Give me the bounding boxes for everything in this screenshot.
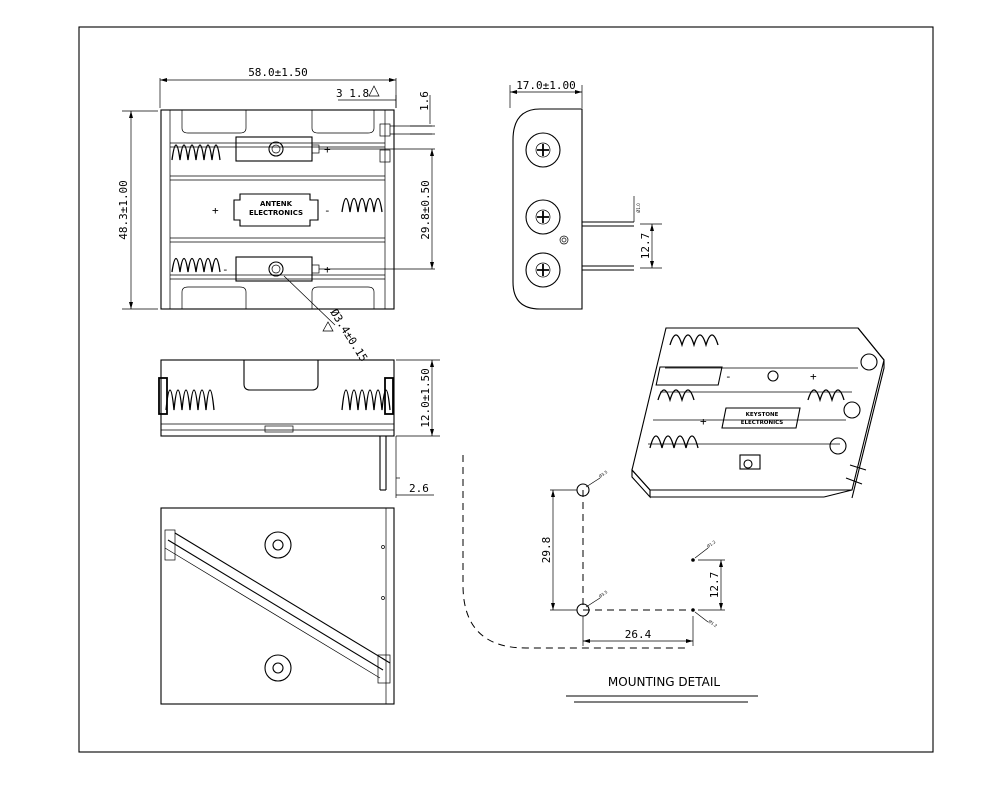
iso-spring-3: [649, 435, 699, 449]
side-width-dim: 17.0±1.00: [516, 79, 576, 92]
small-dim-b: 1.6: [418, 91, 431, 111]
top-view: 58.0±1.50 48.3±1.00: [117, 66, 435, 364]
front-height-dim: 12.0±1.50: [419, 368, 432, 428]
plus-sign-upper: +: [324, 143, 331, 156]
front-body-outline: [160, 359, 395, 437]
front-spring-right: [341, 389, 391, 411]
side-view: 17.0±1.00 12.7 Ø1.0: [509, 79, 662, 310]
drawing-border: [78, 26, 934, 753]
front-pin-len-dim: 2.6: [409, 482, 429, 495]
iso-brand-line1: KEYSTONE: [746, 412, 779, 418]
mounting-vertical-dim: 29.8: [540, 537, 553, 564]
mounting-horizontal-dim: 26.4: [625, 628, 652, 641]
top-spacing-dim: 29.8±0.50: [419, 180, 432, 240]
front-view: 12.0±1.50 2.6: [158, 359, 440, 498]
mounting-outline: [462, 455, 686, 649]
plus-sign-middle: +: [212, 204, 219, 217]
mounting-boss-icon: [264, 531, 292, 559]
front-spring-left: [165, 389, 215, 411]
iso-plus-upper: +: [810, 370, 817, 383]
iso-body-outline: [631, 327, 885, 491]
pin-callout-lower: Ø1.2: [707, 619, 718, 629]
pin-hole-icon: [691, 558, 695, 562]
contact-plate-upper: [235, 136, 313, 162]
minus-sign-middle: -: [324, 204, 331, 217]
plus-sign-lower: +: [324, 263, 331, 276]
brand-line1: ANTENK: [260, 200, 293, 208]
spring-middle: [341, 197, 383, 213]
side-pin-dim: 12.7: [639, 233, 652, 260]
top-height-dim: 48.3±1.00: [117, 180, 130, 240]
small-dim-a: 3 1.8: [336, 87, 369, 100]
side-pin-small-dim: Ø1.0: [636, 203, 641, 213]
iso-spring-2: [657, 389, 695, 403]
contact-plate-lower: [235, 256, 313, 282]
mounting-detail-title: MOUNTING DETAIL: [608, 675, 720, 689]
pin-callout-upper: Ø1.2: [706, 539, 717, 549]
screw-icon: [525, 252, 561, 288]
iso-plus-middle: +: [700, 415, 707, 428]
brand-line2: ELECTRONICS: [249, 209, 303, 217]
top-width-dim: 58.0±1.50: [248, 66, 308, 79]
mounting-pin-dim: 12.7: [708, 572, 721, 599]
mounting-boss-icon: [264, 654, 292, 682]
mounting-detail: Ø3.5 Ø3.5 Ø1.2 Ø1.2 29.8 12.7 26.4 MOUNT…: [462, 455, 758, 703]
spring-lower: [171, 257, 221, 273]
iso-screw-icon: [829, 437, 847, 455]
iso-brand-line2: ELECTRONICS: [741, 420, 784, 426]
screw-icon: [525, 132, 561, 168]
iso-brand-plate: [721, 407, 801, 429]
iso-screw-icon: [860, 353, 878, 371]
screw-icon: [525, 199, 561, 235]
iso-spring-1: [669, 334, 719, 348]
hole-callout-upper: Ø3.5: [598, 469, 609, 479]
spring-upper: [171, 144, 221, 161]
side-body-outline: [512, 108, 583, 310]
wire-strap: [167, 539, 384, 671]
iso-minus-upper: -: [725, 370, 732, 383]
iso-spring-4: [807, 389, 845, 403]
hole-callout-lower: Ø3.5: [598, 589, 609, 599]
hole-dim-callout: Ø3.4±0.15: [327, 307, 370, 364]
minus-sign-lower: -: [222, 263, 229, 276]
bottom-view: [160, 507, 395, 705]
bottom-body-outline: [160, 507, 395, 705]
pin-hole-icon: [691, 608, 695, 612]
isometric-view: - + KEYSTONE ELECTRONICS +: [631, 327, 885, 499]
iso-screw-icon: [843, 401, 861, 419]
brand-label-plate: [233, 193, 319, 227]
